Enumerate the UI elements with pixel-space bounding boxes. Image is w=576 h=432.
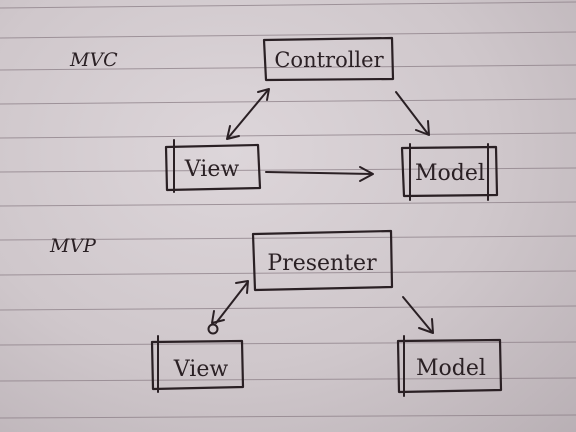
mvc-controller-view-arrow [226,88,270,140]
mvp-view-label: View [173,357,229,382]
mvc-controller-model-arrow [395,91,430,136]
mvp-view-box [150,339,245,391]
rule-line [0,414,576,419]
mvc-diagram: MVC Controller View Model [69,36,499,201]
presenter-box [251,229,394,292]
rule-line [0,1,576,9]
rule-line [0,201,576,207]
mvp-model-label: Model [416,356,486,381]
rule-line [0,305,576,311]
mvc-model-label: Model [415,161,485,186]
mvc-view-label: View [184,157,240,182]
mvc-model-box [400,145,499,198]
controller-box [262,36,395,82]
rule-line [0,98,576,105]
rule-line [0,31,576,39]
mvp-heading: MVP [49,235,97,257]
mvp-model-box [396,338,503,394]
mvc-view-model-arrow [265,166,374,182]
rule-line [0,167,576,173]
rule-line [0,341,576,346]
mvc-heading: MVC [69,49,118,71]
rule-line [0,64,576,71]
mvc-view-box [164,143,262,192]
connector-circle-icon [207,323,219,335]
rule-line [0,270,576,276]
mvp-presenter-view-arrow [207,280,249,335]
presenter-label: Presenter [267,251,377,276]
controller-label: Controller [274,48,384,72]
ruled-lines [0,1,576,419]
mvp-presenter-model-arrow [402,296,434,334]
rule-line [0,132,576,139]
rule-line [0,235,576,241]
mvp-diagram: MVP Presenter View Model [49,229,503,397]
rule-line [0,377,576,382]
